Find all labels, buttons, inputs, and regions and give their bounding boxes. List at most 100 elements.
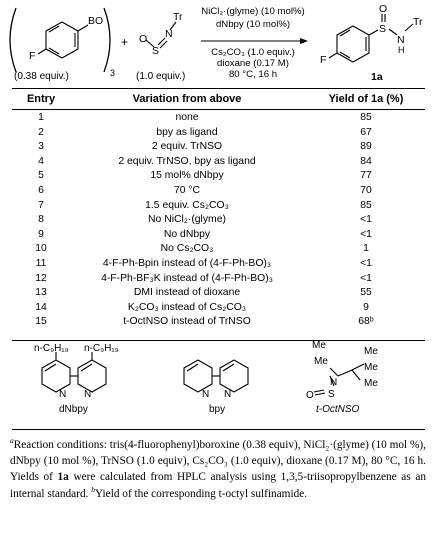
footnote: aReaction conditions: tris(4-fluoropheny… <box>10 437 426 502</box>
row-yield: 89 <box>360 141 372 153</box>
boron-label: BO <box>88 15 103 27</box>
fluoro-label-1: F <box>29 50 35 62</box>
table-row: 11 4-F-Ph-Bpin instead of (4-F-Ph-BO)₃ <1 <box>12 257 425 271</box>
ligand-bottom-rule <box>12 429 425 430</box>
bpy-n2: N <box>224 389 231 400</box>
row-variation: K₂CO₃ instead of Cs₂CO₃ <box>127 301 247 313</box>
table-row: 7 1.5 equiv. Cs₂CO₃ 85 <box>12 199 425 213</box>
dnbpy-n1: N <box>59 389 66 400</box>
footnote-b-mark: b <box>91 484 95 494</box>
condition-line-3: Cs₂CO₃ (1.0 equiv.) <box>211 47 295 58</box>
row-yield: 9 <box>363 301 369 313</box>
row-entry: 14 <box>35 301 47 313</box>
me-3: Me <box>364 346 378 357</box>
trnso-o: O <box>139 33 147 45</box>
row-variation: 1.5 equiv. Cs₂CO₃ <box>145 199 229 211</box>
row-variation: 2 equiv. TrNSO <box>151 141 223 153</box>
row-entry: 15 <box>35 316 47 328</box>
row-entry: 13 <box>35 287 47 299</box>
condition-line-4: dioxane (0.17 M) <box>217 58 289 69</box>
reactant1-equiv: (0.38 equiv.) <box>14 71 69 82</box>
table-row: 6 70 °C 70 <box>12 184 425 198</box>
row-yield: <1 <box>360 228 372 240</box>
dnbpy-structure <box>41 352 107 393</box>
trnso-s: S <box>152 45 159 57</box>
row-yield: <1 <box>360 258 372 269</box>
row-yield: 77 <box>360 170 372 182</box>
footnote-compound-1a: 1a <box>57 471 69 484</box>
row-variation: DMI instead of dioxane <box>133 287 241 299</box>
table-header-row: Entry Variation from above Yield of 1a (… <box>12 92 425 106</box>
table-header-rule <box>12 109 425 110</box>
me-1: Me <box>312 340 326 351</box>
row-yield: 55 <box>360 287 372 299</box>
toctnso-structure <box>313 363 365 396</box>
arrow-head <box>300 38 308 44</box>
header-entry: Entry <box>26 93 56 105</box>
row-entry: 6 <box>38 185 44 196</box>
trnso-n: N <box>165 28 173 40</box>
bpy-structure <box>183 359 249 393</box>
nonyl-left: n-C₉H₁₉ <box>34 343 69 354</box>
footnote-b-text: Yield of the corresponding t-octyl sulfi… <box>95 487 308 500</box>
fluoro-label-2: F <box>320 54 326 66</box>
row-variation: none <box>175 112 199 123</box>
row-variation: No NiCl₂·(glyme) <box>148 214 226 226</box>
row-yield: 84 <box>360 155 372 167</box>
product-o: O <box>379 3 387 15</box>
toct-n: N <box>330 377 337 388</box>
table-row: 9 No dNbpy <1 <box>12 228 425 242</box>
header-variation: Variation from above <box>132 93 242 105</box>
product-tr: Tr <box>413 16 423 28</box>
table-top-rule <box>12 88 425 89</box>
row-variation: 4-F-Ph-BF₃K instead of (4-F-Ph-BO)₃ <box>101 272 273 284</box>
row-yield: 70 <box>360 185 372 196</box>
row-yield: 68ᵇ <box>358 316 374 328</box>
row-variation: No Cs₂CO₃ <box>160 243 214 255</box>
toct-label: t-OctNSO <box>316 404 360 415</box>
trnso-bonds <box>145 21 177 49</box>
row-entry: 5 <box>38 170 44 182</box>
table-row: 14 K₂CO₃ instead of Cs₂CO₃ 9 <box>12 301 425 315</box>
row-entry: 7 <box>38 199 44 211</box>
product-h: H <box>398 45 405 55</box>
row-yield: <1 <box>360 214 372 226</box>
me-5: Me <box>364 378 378 389</box>
row-variation: No dNbpy <box>163 228 211 240</box>
row-variation: 70 °C <box>173 185 201 196</box>
me-2: Me <box>314 356 328 367</box>
boroxine-subscript: 3 <box>110 68 115 78</box>
footnote-a-mark: a <box>10 436 14 446</box>
row-variation: 2 equiv. TrNSO, bpy as ligand <box>118 155 256 167</box>
table-row: 4 2 equiv. TrNSO, bpy as ligand 84 <box>12 155 425 169</box>
ligand-structures: n-C₉H₁₉ n-C₉H₁₉ N N dNbpy N N bpy Me Me … <box>34 340 378 415</box>
row-yield: 1 <box>363 243 369 255</box>
row-yield: 85 <box>360 199 372 211</box>
dnbpy-label: dNbpy <box>59 404 88 415</box>
row-entry: 9 <box>38 228 44 240</box>
row-yield: 85 <box>360 112 372 123</box>
condition-line-1: NiCl₂·(glyme) (10 mol%) <box>201 6 304 17</box>
reactant2-equiv: (1.0 equiv.) <box>136 71 185 82</box>
dnbpy-n2: N <box>84 389 91 400</box>
table-bottom-rule <box>12 340 425 341</box>
right-paren <box>103 7 111 73</box>
row-yield: <1 <box>360 272 372 284</box>
me-4: Me <box>364 362 378 373</box>
row-entry: 11 <box>35 258 47 269</box>
plus-sign: + <box>121 35 128 49</box>
bpy-label: bpy <box>209 404 225 415</box>
condition-line-2: dNbpy (10 mol%) <box>216 19 290 30</box>
row-entry: 4 <box>38 155 44 167</box>
left-paren <box>9 7 17 73</box>
row-entry: 8 <box>38 214 44 226</box>
toct-o: O <box>306 390 314 401</box>
row-variation: 4-F-Ph-Bpin instead of (4-F-Ph-BO)₃ <box>102 258 272 269</box>
row-variation: 15 mol% dNbpy <box>150 170 224 182</box>
table-row: 13 DMI instead of dioxane 55 <box>12 286 425 300</box>
nonyl-right: n-C₉H₁₉ <box>84 343 119 354</box>
